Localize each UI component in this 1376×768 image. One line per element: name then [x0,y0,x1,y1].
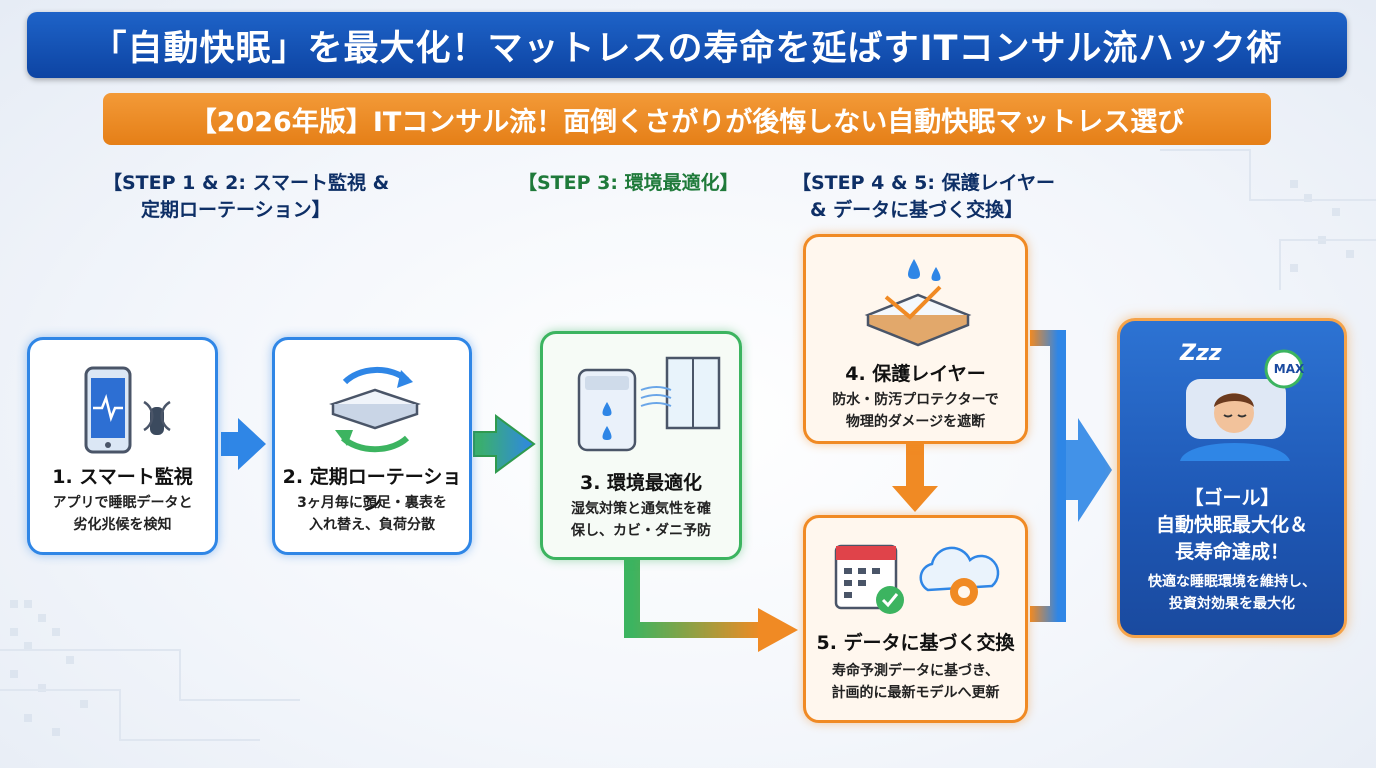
arrow-step4-to-step5 [892,444,938,512]
arrow-step2-to-step3 [473,414,536,474]
step1-card: 1. スマート監視 アプリで睡眠データと 劣化兆候を検知 [27,337,218,555]
step3-card: 3. 環境最適化 湿気対策と通気性を確 保し、カビ・ダニ予防 [540,331,742,560]
page-subtitle: 【2026年版】ITコンサル流！面倒くさがりが後悔しない自動快眠マットレス選び [103,93,1271,145]
step12-header: 【STEP 1 & 2: スマート監視 & 定期ローテーション】 [103,170,389,224]
step3-description: 湿気対策と通気性を確 保し、カビ・ダニ予防 [543,498,739,542]
goal-description: 快適な睡眠環境を維持し、 投資対効果を最大化 [1120,571,1344,615]
step2-description: 3ヶ月毎に頭足・裏表を 入れ替え、負荷分散 [275,492,469,536]
calendar-cloud-gear-icon [834,544,1000,614]
step4-title: 4. 保護レイヤー [845,363,986,385]
step12-header-line2: 定期ローテーション】 [141,199,331,221]
goal-title-line1: 【ゴール】 [1184,487,1280,509]
goal-desc-line1: 快適な睡眠環境を維持し、 [1148,574,1316,590]
step45-header-line1: 【STEP 4 & 5: 保護レイヤー [792,172,1056,194]
step5-title: 5. データに基づく交換 [816,632,1015,654]
rotating-mattress-icon [329,366,421,453]
goal-desc-line2: 投資対効果を最大化 [1169,596,1295,612]
step3-title: 3. 環境最適化 [579,472,703,494]
step1-title: 1. スマート監視 [52,466,193,488]
sleeping-person-icon [1180,349,1304,461]
goal-title-line2: 自動快眠最大化＆ [1155,514,1308,536]
step1-desc-line2: 劣化兆候を検知 [73,517,172,533]
page-title: 「自動快眠」を最大化！マットレスの寿命を延ばすITコンサル流ハック術 [27,12,1347,78]
step2-desc-line2: 入れ替え、負荷分散 [309,517,435,533]
step5-card: 5. データに基づく交換 寿命予測データに基づき、 計画的に最新モデルへ更新 [803,515,1028,723]
step2-card: 2. 定期ローテーション 3ヶ月毎に頭足・裏表を 入れ替え、負荷分散 [272,337,472,555]
arrow-step1-to-step2 [221,418,266,470]
goal-title-line3: 長寿命達成！ [1174,541,1289,563]
dehumidifier-window-icon [577,356,721,452]
step5-description: 寿命予測データに基づき、 計画的に最新モデルへ更新 [806,660,1025,704]
step2-title: 2. 定期ローテーション [282,466,462,515]
waterproof-protector-icon [864,259,972,347]
step1-description: アプリで睡眠データと 劣化兆候を検知 [30,492,215,536]
step3-desc-line2: 保し、カビ・ダニ予防 [571,523,711,539]
step5-desc-line2: 計画的に最新モデルへ更新 [831,685,1000,701]
step3-header: 【STEP 3: 環境最適化】 [518,172,739,194]
step2-desc-line1: 3ヶ月毎に頭足・裏表を [297,495,447,511]
smartphone-sensor-icon [84,366,171,454]
goal-card: Zzz MAX 【ゴール】 自動快眠最大化＆ 長寿命達成！ 快適な睡眠環境を維持… [1117,318,1347,638]
step12-header-line1: 【STEP 1 & 2: スマート監視 & [103,172,390,194]
arrow-to-goal [1030,330,1066,622]
step45-header: 【STEP 4 & 5: 保護レイヤー & データに基づく交換】 [792,170,1055,224]
arrow-step3-to-step5 [624,560,762,638]
goal-title: 【ゴール】 自動快眠最大化＆ 長寿命達成！ [1120,485,1344,566]
step45-header-line2: & データに基づく交換】 [810,199,1024,221]
step5-desc-line1: 寿命予測データに基づき、 [831,663,1000,679]
step1-desc-line1: アプリで睡眠データと [52,495,193,511]
zzz-text: Zzz [1180,341,1222,366]
step4-desc-line2: 物理的ダメージを遮断 [845,414,986,430]
step4-desc-line1: 防水・防汚プロテクターで [832,392,999,408]
step3-desc-line1: 湿気対策と通気性を確 [571,501,711,517]
max-badge: MAX [1273,362,1305,376]
step4-card: 4. 保護レイヤー 防水・防汚プロテクターで 物理的ダメージを遮断 [803,234,1028,444]
step4-description: 防水・防汚プロテクターで 物理的ダメージを遮断 [806,389,1025,433]
